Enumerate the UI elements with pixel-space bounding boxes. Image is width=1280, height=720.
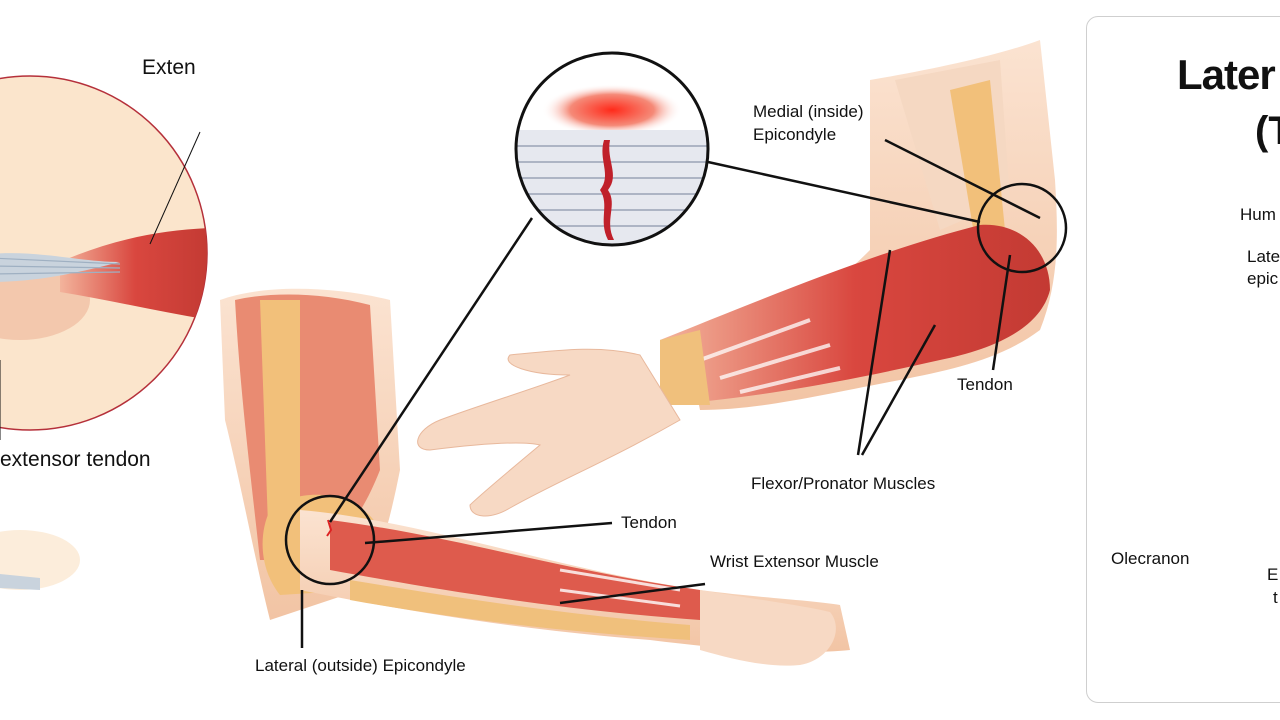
label-wrist-extensor: Wrist Extensor Muscle	[710, 552, 879, 572]
panel-label-humerus: Hum	[1240, 205, 1276, 225]
left-inset-circle	[0, 76, 210, 440]
left-bottom-fragment	[0, 530, 80, 590]
right-info-panel: Later (T Hum Late epic Olecranon E t	[1086, 16, 1280, 703]
panel-title-line2: (T	[1255, 109, 1280, 154]
inset-label-extensor-tendon: extensor tendon	[0, 450, 151, 470]
label-lateral-epicondyle: Lateral (outside) Epicondyle	[255, 656, 466, 676]
label-flexor-pronator: Flexor/Pronator Muscles	[751, 474, 935, 494]
panel-label-lateral-line1: Late	[1247, 247, 1280, 267]
upper-arm-illustration	[418, 40, 1057, 516]
panel-label-lateral-line2: epic	[1247, 269, 1278, 289]
label-medial-line1: Medial (inside)	[753, 102, 864, 122]
panel-label-extensor-line1: E	[1267, 565, 1278, 585]
panel-label-extensor-line2: t	[1273, 588, 1278, 608]
inset-label-extensor: Exten	[142, 58, 196, 78]
label-medial-line2: Epicondyle	[753, 125, 836, 145]
panel-label-olecranon: Olecranon	[1111, 549, 1189, 569]
label-tendon-lower: Tendon	[621, 513, 677, 533]
panel-title-line1: Later	[1177, 51, 1275, 99]
tendon-zoom-circle	[510, 53, 720, 250]
label-tendon-upper: Tendon	[957, 375, 1013, 395]
